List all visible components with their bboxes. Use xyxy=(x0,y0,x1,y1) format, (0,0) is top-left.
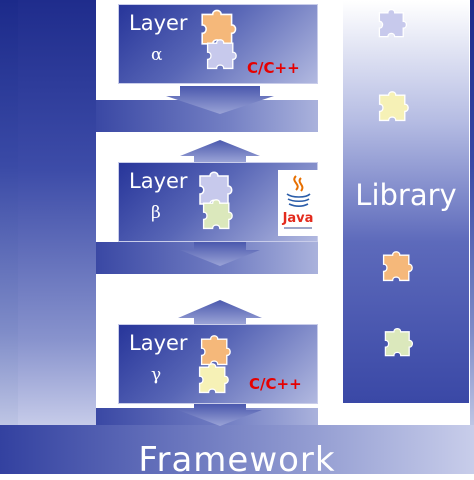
layer-alpha-lang: C/C++ xyxy=(247,59,300,77)
double-arrow-icon xyxy=(178,300,262,426)
puzzle-piece-icon xyxy=(378,8,408,38)
layer-alpha-title: Layer xyxy=(129,11,188,35)
layer-beta-title: Layer xyxy=(129,169,188,193)
java-logo-icon: Java xyxy=(278,170,318,236)
left-connector-band xyxy=(18,0,96,425)
java-logo-text: Java xyxy=(282,211,314,226)
puzzle-piece-icon xyxy=(198,363,229,394)
puzzle-piece-icon xyxy=(384,327,414,357)
puzzle-piece-icon xyxy=(200,335,231,366)
double-arrow-icon xyxy=(180,140,260,266)
framework-bar xyxy=(0,425,474,474)
layer-gamma-title: Layer xyxy=(129,331,188,355)
puzzle-piece-icon xyxy=(382,251,413,282)
library-label: Library xyxy=(355,178,457,212)
puzzle-piece-icon xyxy=(202,199,233,230)
layer-gamma-lang: C/C++ xyxy=(249,375,302,393)
framework-label: Framework xyxy=(138,440,336,480)
down-arrow-icon xyxy=(166,86,274,114)
layer-alpha-greek: α xyxy=(151,45,163,65)
puzzle-piece-icon xyxy=(206,39,237,70)
puzzle-piece-icon xyxy=(201,9,237,45)
layer-gamma-greek: γ xyxy=(151,365,162,385)
layer-beta-greek: β xyxy=(151,203,161,223)
puzzle-piece-icon xyxy=(378,91,409,122)
